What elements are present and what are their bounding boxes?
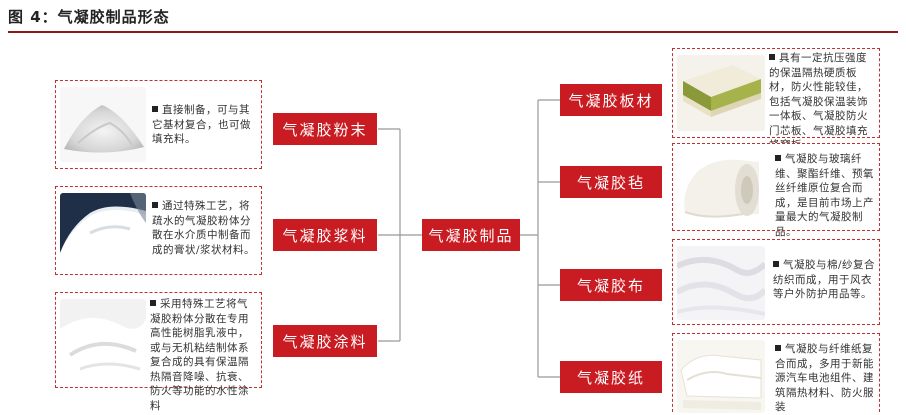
left-card-powder: 直接制备，可与其它基材复合，也可做填充料。 (55, 80, 262, 169)
paper-desc: 气凝胶与纤维纸复合而成，多用于新能源汽车电池组件、建筑隔热材料、防火服装 (775, 343, 874, 413)
label-center-aerogel-products: 气凝胶制品 (422, 219, 520, 251)
figure-title: 图 4：气凝胶制品形态 (8, 8, 170, 26)
label-coating: 气凝胶涂料 (273, 325, 377, 357)
left-card-slurry: 通过特殊工艺，将疏水的气凝胶粉体分散在水介质中制备而成的膏状/浆状材料。 (55, 186, 262, 275)
right-card-felt: 气凝胶与玻璃纤维、聚酯纤维、预氧丝纤维原位复合而成，是目前市场上产量最大的气凝胶… (672, 143, 880, 238)
label-cloth: 气凝胶布 (560, 269, 662, 301)
coating-desc: 采用特殊工艺将气凝胶粉体分散在专用高性能树脂乳液中，或与无机粘结制体系复合成的具… (150, 298, 249, 412)
right-card-cloth: 气凝胶与棉/纱复合纺织而成，用于风衣等户外防护用品等。 (672, 239, 880, 325)
label-board: 气凝胶板材 (560, 84, 662, 116)
powder-image (60, 87, 146, 162)
slurry-desc: 通过特殊工艺，将疏水的气凝胶粉体分散在水介质中制备而成的膏状/浆状材料。 (152, 200, 256, 256)
paper-image (677, 340, 765, 413)
label-felt: 气凝胶毡 (560, 166, 662, 198)
cloth-image (677, 246, 765, 320)
slurry-image (60, 193, 146, 268)
board-image (677, 55, 765, 131)
board-desc: 具有一定抗压强度的保温隔热硬质板材，防火性能较佳，包括气凝胶保温装饰一体板、气凝… (769, 52, 868, 151)
title-rule (8, 31, 898, 33)
label-paper: 气凝胶纸 (560, 361, 662, 393)
cloth-desc: 气凝胶与棉/纱复合纺织而成，用于风衣等户外防护用品等。 (773, 259, 876, 300)
felt-image (677, 150, 765, 226)
powder-desc: 直接制备，可与其它基材复合，也可做填充料。 (152, 104, 251, 145)
right-card-paper: 气凝胶与纤维纸复合而成，多用于新能源汽车电池组件、建筑隔热材料、防火服装 (672, 333, 880, 413)
right-card-board: 具有一定抗压强度的保温隔热硬质板材，防火性能较佳，包括气凝胶保温装饰一体板、气凝… (672, 48, 880, 151)
felt-desc: 气凝胶与玻璃纤维、聚酯纤维、预氧丝纤维原位复合而成，是目前市场上产量最大的气凝胶… (775, 153, 874, 238)
label-powder: 气凝胶粉末 (273, 113, 377, 145)
label-slurry: 气凝胶浆料 (273, 219, 377, 251)
left-card-coating: 采用特殊工艺将气凝胶粉体分散在专用高性能树脂乳液中，或与无机粘结制体系复合成的具… (55, 292, 262, 412)
connector-right-bracket (520, 99, 560, 378)
connector-left-bracket (378, 128, 422, 342)
coating-image (60, 299, 146, 381)
